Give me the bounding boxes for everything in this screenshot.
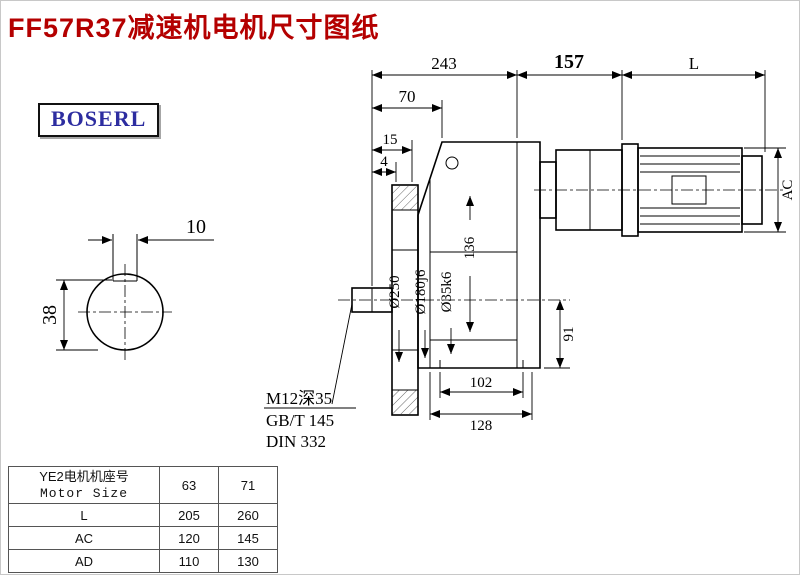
brand-logo: BOSERL [38, 103, 160, 137]
row-label-AC: AC [8, 526, 160, 550]
dim-L: L [689, 54, 699, 73]
dim-136: 136 [462, 236, 478, 259]
frame-size-63: 63 [159, 466, 219, 504]
dim-102: 102 [470, 375, 493, 391]
diameter-dimensions: Ø250 Ø180j6 Ø35k6 [387, 269, 455, 362]
bottom-dimensions: 102 128 [429, 372, 533, 434]
gear-housing [417, 141, 541, 369]
frame-size-71: 71 [218, 466, 278, 504]
cell-AD-71: 130 [218, 549, 278, 573]
top-dimensions: 243 157 L 70 15 4 [371, 51, 766, 286]
shaft-section-view: 10 38 [39, 216, 214, 360]
hatch-top [392, 186, 418, 210]
motor-size-label-cn: YE2电机机座号 [39, 469, 129, 484]
dim-243: 243 [431, 54, 457, 73]
dim-AC: AC [780, 180, 796, 201]
dim-15: 15 [383, 132, 398, 148]
note-gbt: GB/T 145 [266, 411, 334, 430]
shaft-circle [86, 273, 164, 351]
thread-notes: M12深35 GB/T 145 DIN 332 [264, 303, 356, 451]
dim-91: 91 [561, 327, 577, 342]
row-label-AD: AD [8, 549, 160, 573]
motor-nameplate [671, 175, 707, 205]
cell-L-63: 205 [159, 503, 219, 527]
dim-157: 157 [554, 51, 584, 73]
motor-endcap [741, 155, 763, 225]
hatch-bottom [392, 390, 418, 414]
lifting-eye-hole [445, 156, 459, 170]
dim-70: 70 [399, 87, 416, 106]
cell-AD-63: 110 [159, 549, 219, 573]
dim-key-height: 38 [39, 305, 61, 325]
note-din: DIN 332 [266, 432, 326, 451]
motor-size-table: YE2电机机座号 Motor Size 63 71 L 205 260 AC 1… [8, 466, 278, 573]
dim-128: 128 [470, 418, 493, 434]
side-dimensions: 136 91 AC [462, 147, 796, 369]
table-row: AD 110 130 [8, 549, 278, 573]
page-title: FF57R37减速机电机尺寸图纸 [8, 13, 380, 43]
note-tap: M12深35 [266, 389, 332, 408]
table-header-label: YE2电机机座号 Motor Size [8, 466, 160, 504]
motor-view [534, 143, 784, 237]
gear-unit-view [338, 141, 570, 416]
dim-spigot-diameter: Ø180j6 [413, 269, 429, 315]
cell-AC-71: 145 [218, 526, 278, 550]
row-label-L: L [8, 503, 160, 527]
table-row: YE2电机机座号 Motor Size 63 71 [8, 466, 278, 504]
table-row: L 205 260 [8, 503, 278, 527]
leader-line [331, 303, 353, 405]
dim-4: 4 [380, 154, 388, 170]
dim-shaft-diameter: Ø35k6 [439, 271, 455, 312]
dim-flange-diameter: Ø250 [387, 275, 403, 308]
cell-AC-63: 120 [159, 526, 219, 550]
dim-key-width: 10 [186, 216, 206, 238]
cell-L-71: 260 [218, 503, 278, 527]
motor-size-label-en: Motor Size [39, 486, 128, 501]
table-row: AC 120 145 [8, 526, 278, 550]
